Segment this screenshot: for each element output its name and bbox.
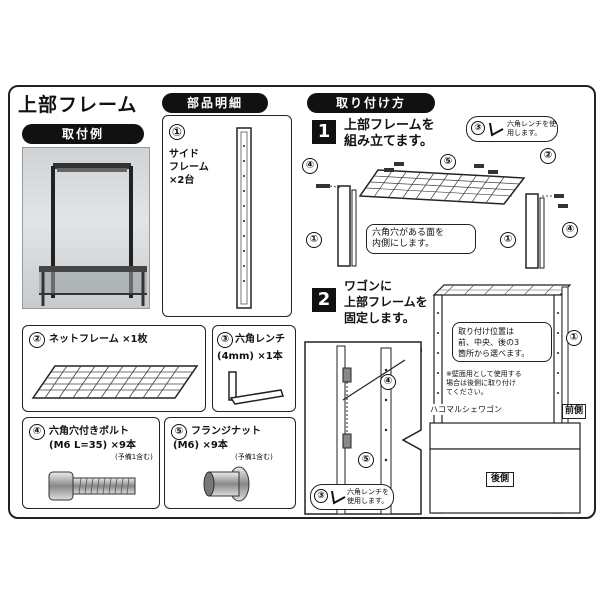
part-1-box: ① サイド フレーム ×2台 <box>162 115 292 317</box>
part-2-number: ② <box>29 332 45 348</box>
step-2-note-line2: 場合は後側に取り付け <box>446 379 516 387</box>
step-2-wrench-note: ③ 六角レンチを使用します。 <box>310 484 394 510</box>
front-side-label: 前側 <box>562 404 587 419</box>
part-5-number: ⑤ <box>171 424 187 440</box>
part-5-box: ⑤ フランジナット (M6) ×9本 (予備1含む) <box>164 417 296 509</box>
brand-label: ハコマルシェワゴン <box>430 404 502 415</box>
step-1-label-5: ⑤ <box>440 154 456 170</box>
step-2-text-line2: 上部フレームを <box>344 295 428 309</box>
part-2-name: ネットフレーム ×1枚 <box>49 334 148 345</box>
part-1-name-line1: サイド <box>169 149 199 160</box>
step-1-text-line1: 上部フレームを <box>344 118 435 133</box>
step-1-wrench-note: ③ 六角レンチを使用します。 <box>466 116 558 142</box>
step-2-callout-line2: 前、中央、後の3 <box>458 338 520 347</box>
hex-bolt-drawing <box>48 471 136 501</box>
part-5-note: (予備1含む) <box>235 453 273 461</box>
example-section-header: 取付例 <box>22 124 144 144</box>
part-4-name: 六角穴付きボルト <box>49 426 129 437</box>
back-side-label: 後側 <box>486 472 515 487</box>
step-1-callout: 六角穴がある面を 内側にします。 <box>366 224 476 254</box>
step-1-label-1-right: ① <box>500 232 516 248</box>
net-frame-drawing <box>31 365 199 399</box>
step-2-text: ワゴンに 上部フレームを 固定します。 <box>344 278 428 326</box>
step-2-callout-line1: 取り付け位置は <box>458 327 514 336</box>
step-1-label-2: ② <box>540 148 556 164</box>
step-1-label-1-left: ① <box>306 232 322 248</box>
step-2-text-line1: ワゴンに <box>344 279 393 293</box>
example-photo <box>22 147 150 309</box>
part-3-number: ③ <box>217 332 233 348</box>
step-1-label-4-left: ④ <box>302 158 318 174</box>
step-1-wrench-note-text: 六角レンチを使用します。 <box>507 120 556 137</box>
step-1-text-line2: 組み立てます。 <box>344 134 434 149</box>
part-4-number: ④ <box>29 424 45 440</box>
part-4-note: (予備1含む) <box>115 453 153 461</box>
wrench-icon <box>331 490 346 505</box>
part-3-box: ③ 六角レンチ (4mm) ×1本 <box>212 325 296 412</box>
step-1-text: 上部フレームを 組み立てます。 <box>344 118 435 150</box>
page-title: 上部フレーム <box>18 94 138 116</box>
step-1-assembly-diagram <box>316 162 568 269</box>
hex-wrench-drawing <box>228 371 284 405</box>
step-1-label-4-right: ④ <box>562 222 578 238</box>
step-2-callout-line3: 箇所から選べます。 <box>458 349 530 358</box>
step-1-number: 1 <box>312 120 336 144</box>
part-3-spec: (4mm) ×1本 <box>217 351 283 362</box>
step-1-callout-line1: 六角穴がある面を <box>372 228 445 238</box>
step-2-number: 2 <box>312 288 336 312</box>
parts-section-header: 部品明細 <box>162 93 268 113</box>
part-1-name-line3: ×2台 <box>169 175 195 186</box>
step-2-label-4: ④ <box>380 374 396 390</box>
part-3-name: 六角レンチ <box>235 334 285 345</box>
flange-nut-drawing <box>203 466 250 502</box>
part-1-name-line2: フレーム <box>169 162 209 173</box>
step-2-note-line1: ※壁面用として使用する <box>446 370 522 378</box>
step-2-note-line3: てください。 <box>446 388 488 396</box>
step-2-label-5: ⑤ <box>358 452 374 468</box>
part-4-spec: (M6 L=35) ×9本 <box>49 440 137 451</box>
part-5-name: フランジナット <box>191 426 261 437</box>
part-1-name: サイド フレーム ×2台 <box>169 148 209 187</box>
part-1-number: ① <box>169 124 185 140</box>
step-2-text-line3: 固定します。 <box>344 311 415 325</box>
step-2-label-1-right: ① <box>566 330 582 346</box>
part-4-box: ④ 六角穴付きボルト (M6 L=35) ×9本 (予備1含む) <box>22 417 160 509</box>
step-1-callout-line2: 内側にします。 <box>372 239 435 249</box>
step-2-callout: 取り付け位置は 前、中央、後の3 箇所から選べます。 <box>452 322 552 362</box>
part-5-spec: (M6) ×9本 <box>173 440 228 451</box>
step-2-note: ※壁面用として使用する 場合は後側に取り付け てください。 <box>446 370 550 397</box>
side-frame-drawing <box>236 127 252 309</box>
install-section-header: 取り付け方 <box>307 93 435 113</box>
wrench-icon <box>489 122 504 137</box>
step-2-wrench-number: ③ <box>314 489 328 503</box>
step-2-wrench-note-text: 六角レンチを使用します。 <box>347 488 389 505</box>
step-1-wrench-number: ③ <box>471 121 485 135</box>
wagon-photo-illustration <box>39 163 147 306</box>
part-2-box: ② ネットフレーム ×1枚 <box>22 325 206 412</box>
